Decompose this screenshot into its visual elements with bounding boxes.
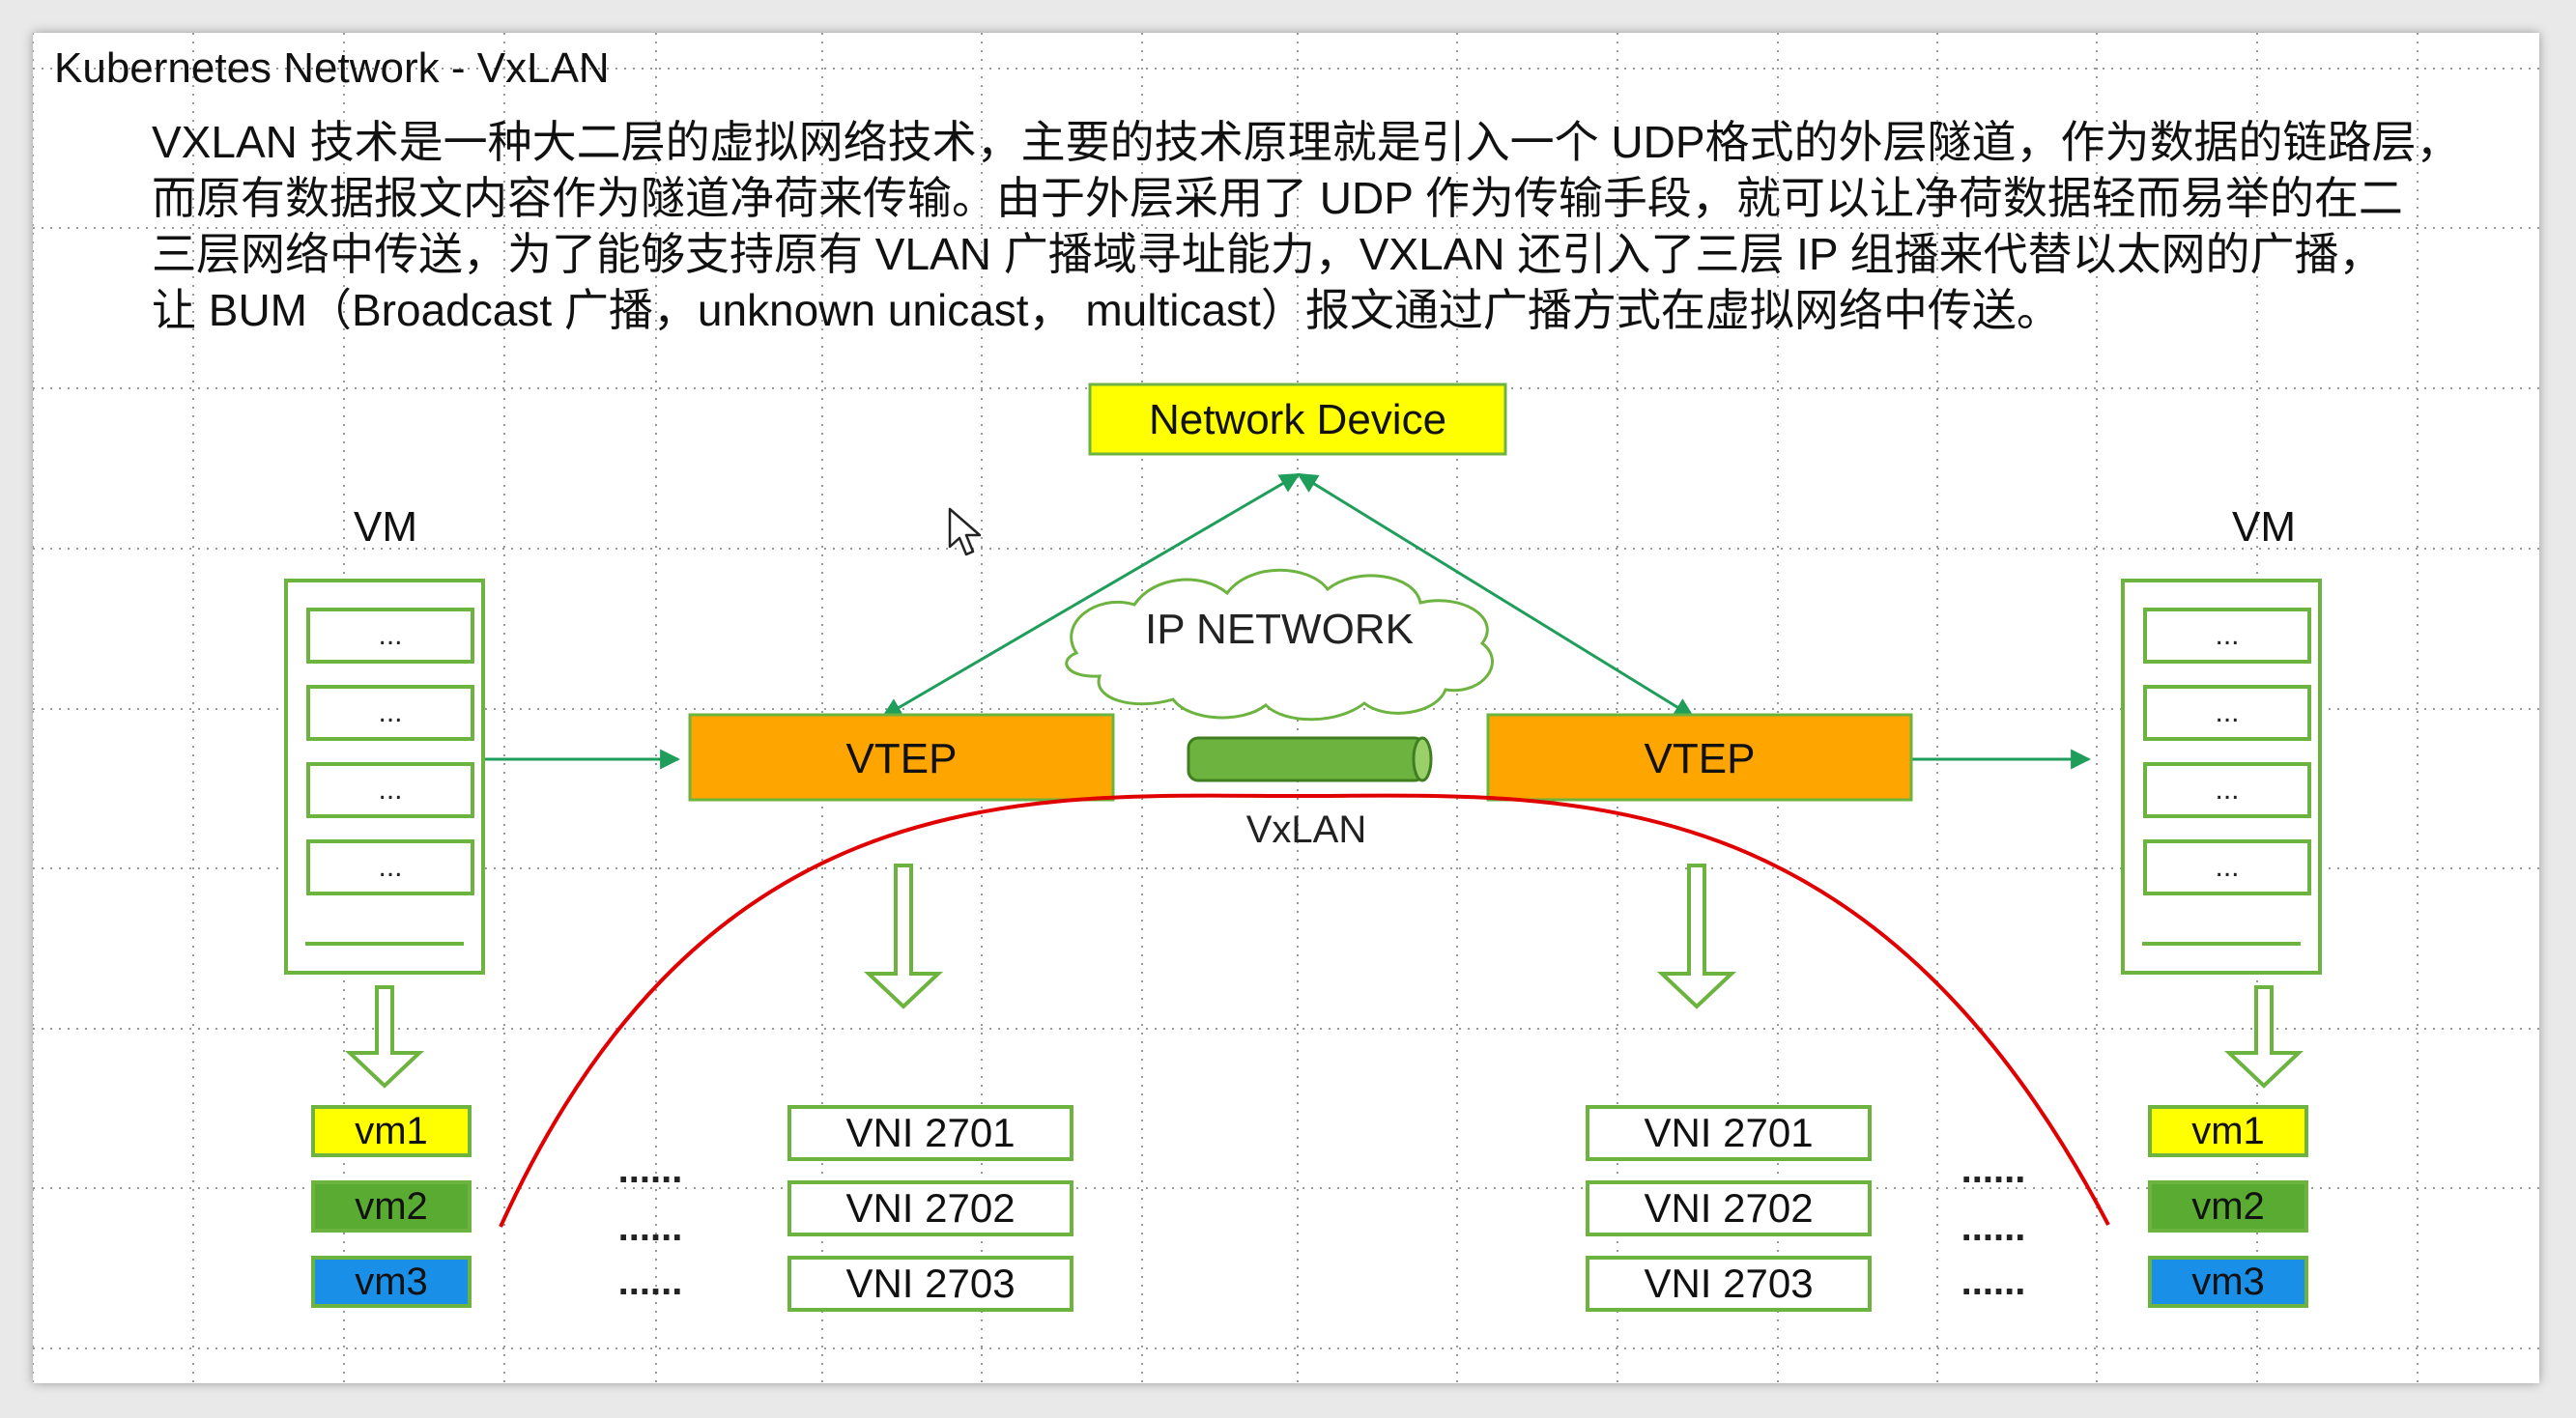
paragraph-line: 让 BUM（Broadcast 广播，unknown unicast， mult… xyxy=(152,285,2061,335)
vni-box-label: VNI 2703 xyxy=(845,1261,1015,1306)
mouse-cursor-icon xyxy=(948,507,982,556)
vm-slot-label: ... xyxy=(2215,851,2239,883)
cloud-icon xyxy=(1065,568,1494,722)
vni-box-label: VNI 2702 xyxy=(1644,1185,1813,1231)
vm-boxes: vm1 vm2 vm3 vm1 vm2 vm3 xyxy=(311,1105,2308,1308)
slide: Kubernetes Network - VxLAN VXLAN 技术是一种大二… xyxy=(33,33,2539,1383)
vtep-left-label: VTEP xyxy=(846,735,958,782)
ellipsis-marker: ...... xyxy=(1961,1149,2026,1191)
bum-broadcast-arc xyxy=(499,793,2110,1228)
down-arrow-icon xyxy=(344,985,425,1089)
vm-slot xyxy=(306,762,474,818)
paragraph-line: 三层网络中传送，为了能够支持原有 VLAN 广播域寻址能力，VXLAN 还引入了… xyxy=(152,229,2384,279)
down-arrows xyxy=(344,864,2304,1089)
vm-slot-label: ... xyxy=(378,619,402,651)
down-arrow-icon xyxy=(2223,985,2304,1089)
vm-slot-label: ... xyxy=(378,696,402,728)
vni-box-label: VNI 2701 xyxy=(845,1110,1015,1155)
link-device-to-vtep-right xyxy=(1297,472,1695,719)
vni-box xyxy=(787,1180,1073,1236)
link-device-to-vtep-left xyxy=(881,472,1301,719)
vtep-left-box xyxy=(688,713,1115,802)
vm-box-label: vm3 xyxy=(355,1261,428,1303)
vm-box-vm2 xyxy=(2148,1180,2308,1233)
ip-network-label: IP NETWORK xyxy=(1145,606,1414,653)
vm-slot-label: ... xyxy=(378,774,402,806)
vm-label-left: VM xyxy=(354,503,417,551)
ellipsis-marker: ...... xyxy=(618,1206,683,1249)
vm-slot xyxy=(306,608,474,664)
vm-slot-label: ... xyxy=(2215,696,2239,728)
vni-box xyxy=(1586,1256,1872,1312)
vm-slot-label: ... xyxy=(2215,774,2239,806)
down-arrow-icon xyxy=(863,864,944,1009)
vm-box-label: vm1 xyxy=(2191,1110,2265,1152)
vm-slots-right: ............ xyxy=(2143,608,2311,895)
vm-box-vm1 xyxy=(2148,1105,2308,1157)
network-device-box xyxy=(1088,383,1507,456)
vm-box-vm3 xyxy=(2148,1256,2308,1308)
vm-box-vm2 xyxy=(311,1180,472,1233)
description-paragraph: VXLAN 技术是一种大二层的虚拟网络技术，主要的技术原理就是引入一个 UDP格… xyxy=(152,114,2519,338)
vni-box xyxy=(1586,1105,1872,1161)
paragraph-line: VXLAN 技术是一种大二层的虚拟网络技术，主要的技术原理就是引入一个 UDP格… xyxy=(152,117,2461,167)
vm-box-vm3 xyxy=(311,1256,472,1308)
ellipsis-markers: .................................... xyxy=(618,1149,2026,1303)
vm-box-label: vm1 xyxy=(355,1110,428,1152)
slide-title: Kubernetes Network - VxLAN xyxy=(54,44,610,92)
vm-slot-label: ... xyxy=(2215,619,2239,651)
vm-slot xyxy=(2143,685,2311,741)
down-arrow-icon xyxy=(1656,864,1737,1009)
vni-box-label: VNI 2701 xyxy=(1644,1110,1813,1155)
vm-label-right: VM xyxy=(2232,503,2296,551)
vm-box-label: vm2 xyxy=(355,1185,428,1228)
vm-slot xyxy=(2143,839,2311,895)
vxlan-label: VxLAN xyxy=(1246,808,1367,851)
vm-slot xyxy=(306,839,474,895)
ellipsis-marker: ...... xyxy=(1961,1261,2026,1303)
vxlan-tunnel-icon xyxy=(1187,736,1433,782)
vni-box xyxy=(1586,1180,1872,1236)
ellipsis-marker: ...... xyxy=(618,1261,683,1303)
vni-box xyxy=(787,1256,1073,1312)
vni-box xyxy=(787,1105,1073,1161)
ellipsis-marker: ...... xyxy=(618,1149,683,1191)
paragraph-line: 而原有数据报文内容作为隧道净荷来传输。由于外层采用了 UDP 作为传输手段，就可… xyxy=(152,173,2403,223)
vtep-right-label: VTEP xyxy=(1645,735,1756,782)
vm-box-label: vm3 xyxy=(2191,1261,2265,1303)
vni-box-label: VNI 2702 xyxy=(845,1185,1015,1231)
ellipsis-marker: ...... xyxy=(1961,1206,2026,1249)
vm-slots-left: ............ xyxy=(306,608,474,895)
vni-box-label: VNI 2703 xyxy=(1644,1261,1813,1306)
vxlan-diagram: IP NETWORK Network Device VTEP VTEP VxLA… xyxy=(284,383,2322,1312)
vm-slot-label: ... xyxy=(378,851,402,883)
network-device-label: Network Device xyxy=(1149,396,1446,443)
vm-box-vm1 xyxy=(311,1105,472,1157)
vm-box-label: vm2 xyxy=(2191,1185,2265,1228)
vm-slot xyxy=(306,685,474,741)
vm-slot xyxy=(2143,608,2311,664)
vtep-right-box xyxy=(1486,713,1913,802)
vm-slot xyxy=(2143,762,2311,818)
